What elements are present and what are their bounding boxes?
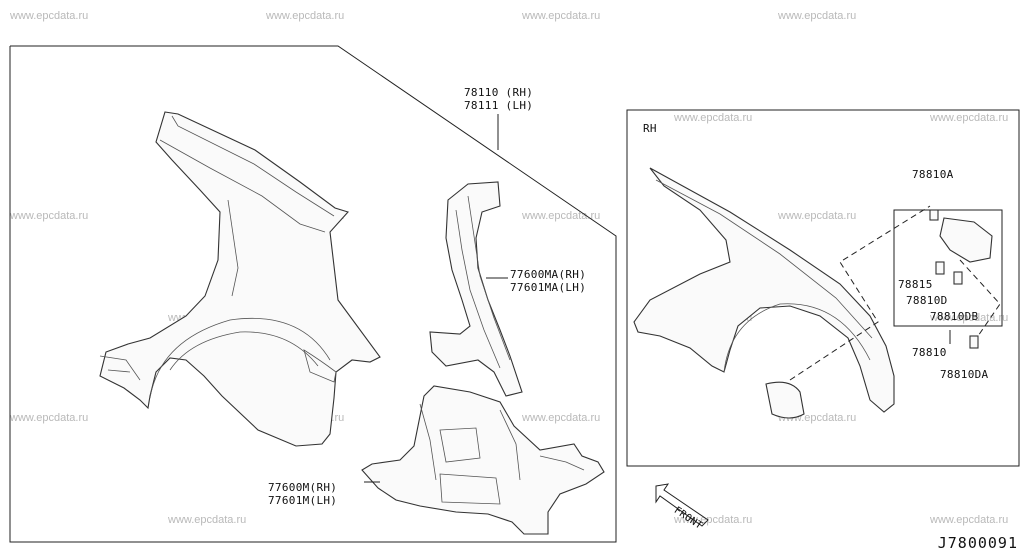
pillar-rib — [455, 209, 501, 369]
inner-panel-window-2 — [439, 473, 501, 505]
watermark: www.epcdata.ru — [674, 112, 753, 124]
watermark: www.epcdata.ru — [778, 10, 857, 22]
assembly-bolt-1 — [935, 261, 945, 275]
watermark: www.epcdata.ru — [930, 112, 1009, 124]
fender-door-line — [227, 199, 239, 297]
watermark: www.epcdata.ru — [674, 514, 753, 526]
watermark: www.epcdata.ru — [10, 210, 89, 222]
label-78815: 78815 — [898, 278, 933, 291]
rear-pillar-inner — [429, 181, 523, 397]
assembly-bolt-2 — [953, 271, 963, 285]
inner-panel-window-1 — [439, 427, 481, 463]
pillar-rib-2 — [467, 195, 511, 361]
watermark: www.epcdata.ru — [778, 210, 857, 222]
diagram-code: J7800091 — [937, 534, 1018, 552]
dash-clip — [959, 259, 1001, 337]
inner-lower-panel — [361, 385, 605, 535]
assembly-hinge — [939, 217, 993, 263]
detail-inner-line — [655, 179, 873, 339]
label-78810: 78810 — [912, 346, 947, 359]
watermark: www.epcdata.ru — [522, 412, 601, 424]
label-fender-lh: 78111 (LH) — [464, 99, 534, 112]
label-fender-rh: 78110 (RH) — [464, 86, 534, 99]
label-pillar-rh: 77600MA(RH) — [510, 268, 587, 281]
label-pillar-lh: 77601MA(LH) — [510, 281, 587, 294]
fender-edge-line — [159, 139, 326, 233]
label-inner-rh: 77600M(RH) — [268, 481, 338, 494]
watermark: www.epcdata.ru — [930, 514, 1009, 526]
detail-panel-border — [626, 109, 1020, 467]
watermark: www.epcdata.ru — [10, 10, 89, 22]
watermark: www.epcdata.ru — [10, 412, 89, 424]
fender-front-flange — [99, 355, 141, 381]
watermark: www.epcdata.ru — [522, 10, 601, 22]
inner-panel-rib — [419, 403, 585, 481]
detail-arch — [723, 303, 871, 373]
watermark: www.epcdata.ru — [266, 10, 345, 22]
watermark: www.epcdata.ru — [168, 514, 247, 526]
detail-title: RH — [643, 122, 657, 135]
detail-body-outline — [633, 167, 895, 413]
fender-arch-line — [149, 317, 331, 399]
label-inner-lh: 77601M(LH) — [268, 494, 338, 507]
detail-gas-lid — [765, 381, 805, 419]
label-78810DA: 78810DA — [940, 368, 989, 381]
fender-arch-inner — [169, 331, 319, 371]
main-panel-border — [9, 45, 617, 543]
assembly-box — [893, 209, 1003, 327]
fender-roof-flange — [171, 115, 335, 217]
clip-78810DA — [969, 335, 979, 349]
label-78810D: 78810D — [906, 294, 948, 307]
watermark: www.epcdata.ru — [930, 312, 1009, 324]
label-78810A: 78810A — [912, 168, 954, 181]
watermark: www.epcdata.ru — [522, 210, 601, 222]
rear-fender-panel — [99, 111, 381, 447]
front-arrow — [655, 483, 709, 527]
label-78810DB: 78810DB — [930, 310, 979, 323]
fender-gas-opening — [303, 349, 337, 383]
dash-lid — [789, 205, 931, 381]
clip-78810A — [929, 209, 939, 221]
